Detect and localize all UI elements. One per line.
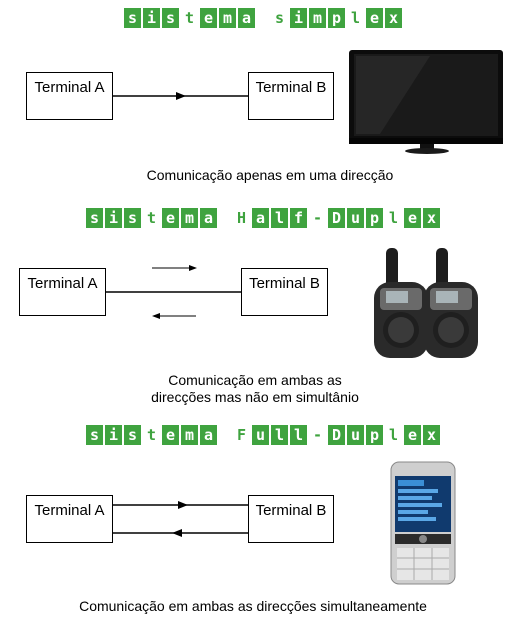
- title-letter-tile: l: [385, 208, 402, 228]
- title-letter-tile: i: [290, 8, 307, 28]
- half-duplex-caption-line1: Comunicação em ambas as: [168, 372, 342, 388]
- title-letter-tile: m: [309, 8, 326, 28]
- title-letter-tile: f: [290, 208, 307, 228]
- title-letter-tile: e: [162, 425, 179, 445]
- title-letter-tile: -: [309, 425, 326, 445]
- full-duplex-caption: Comunicação em ambas as direcções simult…: [79, 598, 427, 614]
- title-letter-tile: F: [233, 425, 250, 445]
- full-duplex-terminal-a: Terminal A: [26, 495, 113, 543]
- terminal-a-label: Terminal A: [27, 275, 98, 292]
- title-letter-tile: e: [404, 208, 421, 228]
- title-letter-tile: m: [219, 8, 236, 28]
- title-letter-tile: x: [385, 8, 402, 28]
- title-letter-tile: s: [271, 8, 288, 28]
- title-space: [219, 208, 231, 228]
- title-letter-tile: -: [309, 208, 326, 228]
- title-letter-tile: a: [252, 208, 269, 228]
- full-duplex-arrow-left: [172, 529, 182, 537]
- title-letter-tile: s: [86, 425, 103, 445]
- terminal-a-label: Terminal A: [34, 79, 105, 96]
- half-duplex-caption-line2: direcções mas não em simultânio: [151, 389, 359, 405]
- half-duplex-terminal-b: Terminal B: [241, 268, 328, 316]
- simplex-arrow-right: [176, 92, 186, 100]
- title-letter-tile: a: [238, 8, 255, 28]
- television-icon: [349, 50, 503, 154]
- title-letter-tile: a: [200, 425, 217, 445]
- title-letter-tile: a: [200, 208, 217, 228]
- title-letter-tile: i: [105, 425, 122, 445]
- title-letter-tile: m: [181, 425, 198, 445]
- title-letter-tile: l: [271, 425, 288, 445]
- title-letter-tile: s: [124, 425, 141, 445]
- title-letter-tile: x: [423, 208, 440, 228]
- terminal-a-label: Terminal A: [34, 502, 105, 519]
- title-letter-tile: s: [124, 208, 141, 228]
- title-letter-tile: l: [271, 208, 288, 228]
- simplex-terminal-b: Terminal B: [248, 72, 334, 120]
- title-letter-tile: t: [143, 425, 160, 445]
- title-letter-tile: e: [404, 425, 421, 445]
- title-letter-tile: u: [252, 425, 269, 445]
- title-letter-tile: u: [347, 425, 364, 445]
- terminal-b-label: Terminal B: [255, 79, 327, 96]
- half-duplex-terminal-a: Terminal A: [19, 268, 106, 316]
- title-letter-tile: i: [143, 8, 160, 28]
- title-letter-tile: e: [162, 208, 179, 228]
- title-letter-tile: e: [200, 8, 217, 28]
- title-letter-tile: t: [181, 8, 198, 28]
- half-duplex-arrow-right-head: [189, 265, 197, 271]
- title-letter-tile: p: [366, 425, 383, 445]
- title-letter-tile: D: [328, 208, 345, 228]
- title-letter-tile: l: [385, 425, 402, 445]
- terminal-b-label: Terminal B: [249, 275, 320, 292]
- title-letter-tile: s: [86, 208, 103, 228]
- half-duplex-arrow-left-head: [152, 313, 160, 319]
- title-letter-tile: D: [328, 425, 345, 445]
- title-letter-tile: p: [366, 208, 383, 228]
- full-duplex-terminal-b: Terminal B: [248, 495, 334, 543]
- title-letter-tile: i: [105, 208, 122, 228]
- title-letter-tile: e: [366, 8, 383, 28]
- title-letter-tile: m: [181, 208, 198, 228]
- title-letter-tile: s: [162, 8, 179, 28]
- title-letter-tile: l: [290, 425, 307, 445]
- title-letter-tile: s: [124, 8, 141, 28]
- title-letter-tile: u: [347, 208, 364, 228]
- mobile-phone-icon: [390, 461, 456, 585]
- walkie-talkie-icon: [374, 248, 478, 358]
- simplex-caption: Comunicação apenas em uma direcção: [146, 167, 394, 183]
- title-letter-tile: x: [423, 425, 440, 445]
- full-duplex-arrow-right: [178, 501, 188, 509]
- title-letter-tile: H: [233, 208, 250, 228]
- title-letter-tile: p: [328, 8, 345, 28]
- title-letter-tile: t: [143, 208, 160, 228]
- simplex-terminal-a: Terminal A: [26, 72, 113, 120]
- title-space: [219, 425, 231, 445]
- title-letter-tile: l: [347, 8, 364, 28]
- terminal-b-label: Terminal B: [255, 502, 327, 519]
